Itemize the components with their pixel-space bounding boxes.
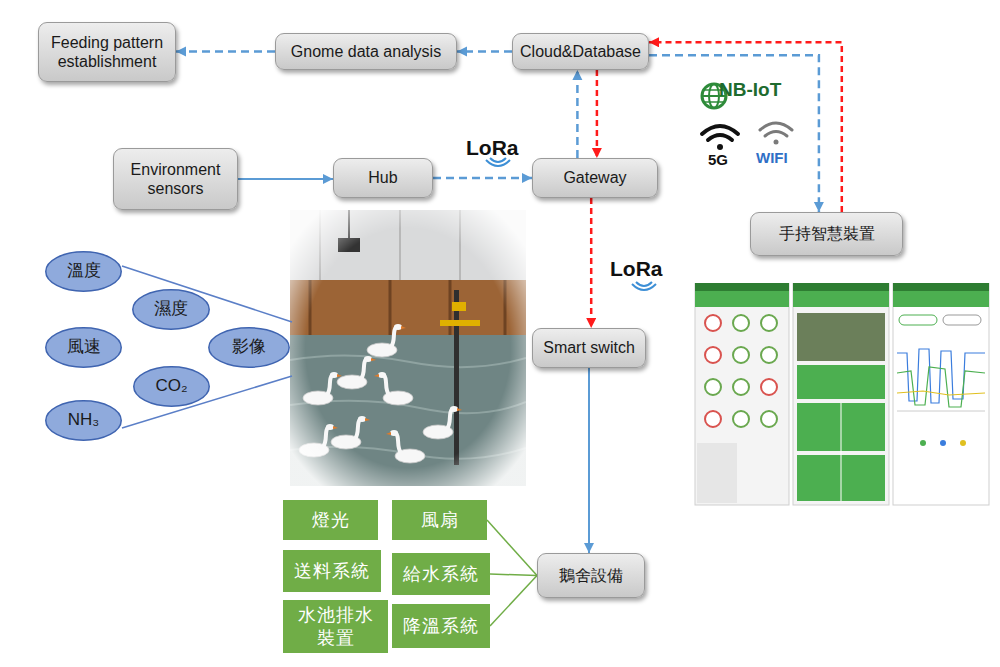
app-screenshots bbox=[693, 283, 993, 507]
connector-arrow bbox=[490, 574, 537, 576]
goose-house-photo bbox=[290, 210, 526, 486]
node-text-group: 影像 bbox=[226, 338, 272, 357]
screen-device-detail bbox=[793, 283, 889, 505]
connector-arrow bbox=[588, 368, 590, 553]
equipment-box: 燈光 bbox=[283, 500, 378, 540]
node-label: 降溫系統 bbox=[403, 615, 479, 638]
node-label: Cloud&Database bbox=[520, 42, 641, 61]
network-label: NB-IoT bbox=[719, 80, 781, 99]
process-box: Feeding pattern establishment bbox=[38, 22, 176, 82]
sensor-ellipse: 風速 bbox=[45, 327, 122, 368]
process-box: Hub bbox=[333, 158, 433, 198]
node-text-group: 風扇 bbox=[415, 509, 465, 532]
node-label: 風扇 bbox=[421, 509, 459, 532]
process-box: Gnome data analysis bbox=[275, 33, 457, 70]
sensor-ellipse: NH₃ bbox=[45, 400, 122, 441]
connector-arrow bbox=[457, 50, 512, 53]
node-text-group: 鵝舍設備 bbox=[553, 566, 629, 585]
equipment-box: 水池排水裝置 bbox=[283, 600, 388, 653]
sensor-ellipse: CO₂ bbox=[133, 366, 210, 407]
node-text-group: 燈光 bbox=[306, 509, 356, 532]
equipment-box: 給水系統 bbox=[392, 553, 490, 595]
node-label: CO₂ bbox=[155, 377, 187, 396]
screen-farm-list bbox=[695, 283, 789, 505]
connector-arrow bbox=[590, 198, 593, 328]
node-text-group: 濕度 bbox=[148, 300, 194, 319]
node-label: Gnome data analysis bbox=[291, 42, 441, 61]
node-text-group: NH₃ bbox=[62, 411, 105, 430]
node-text-group: 水池排水裝置 bbox=[283, 604, 388, 649]
node-text-group: 送料系統 bbox=[288, 560, 376, 583]
node-label: 給水系統 bbox=[403, 563, 479, 586]
sensor-ellipse: 溫度 bbox=[45, 251, 122, 292]
node-text-group: Gateway bbox=[557, 168, 632, 187]
process-box: 手持智慧裝置 bbox=[750, 212, 903, 256]
sensor-ellipse: 濕度 bbox=[132, 289, 210, 330]
node-text-group: CO₂ bbox=[149, 377, 193, 396]
connector-arrow bbox=[238, 178, 333, 180]
node-label: Smart switch bbox=[543, 338, 635, 357]
node-label: 手持智慧裝置 bbox=[779, 224, 875, 243]
node-text-group: 風速 bbox=[61, 338, 107, 357]
wifi-icon-5g bbox=[702, 126, 738, 150]
connector-arrow bbox=[487, 520, 537, 576]
node-label: 送料系統 bbox=[294, 560, 370, 583]
node-text-group: Cloud&Database bbox=[514, 42, 647, 61]
equipment-box: 風扇 bbox=[392, 500, 487, 540]
node-label: Gateway bbox=[563, 168, 626, 187]
network-label: WIFI bbox=[756, 150, 788, 165]
node-label: 鵝舍設備 bbox=[559, 566, 623, 585]
process-box: Smart switch bbox=[532, 328, 646, 368]
node-label: 風速 bbox=[67, 338, 101, 357]
node-label: NH₃ bbox=[68, 411, 99, 430]
connector-arrow bbox=[576, 70, 579, 158]
node-label: Feeding pattern establishment bbox=[45, 33, 169, 71]
node-label: 濕度 bbox=[154, 300, 188, 319]
node-text-group: Smart switch bbox=[537, 338, 641, 357]
connector-arrow bbox=[176, 50, 275, 53]
node-text-group: Feeding pattern establishment bbox=[39, 33, 175, 71]
equipment-box: 送料系統 bbox=[283, 550, 381, 592]
process-box: Environment sensors bbox=[113, 148, 238, 210]
node-text-group: Hub bbox=[362, 168, 403, 187]
node-label: 水池排水裝置 bbox=[289, 604, 382, 649]
connector-arrow bbox=[649, 42, 842, 212]
node-label: Hub bbox=[368, 168, 397, 187]
node-label: Environment sensors bbox=[120, 160, 231, 198]
screen-chart bbox=[893, 283, 989, 505]
node-text-group: 降溫系統 bbox=[397, 615, 485, 638]
connector-arrow bbox=[649, 55, 819, 212]
process-box: Cloud&Database bbox=[512, 33, 649, 70]
node-text-group: Gnome data analysis bbox=[285, 42, 447, 61]
wifi-icon bbox=[760, 123, 792, 145]
process-box: Gateway bbox=[532, 158, 658, 198]
connector-arrow bbox=[596, 70, 599, 158]
sensor-ellipse: 影像 bbox=[208, 327, 290, 368]
connector-arrow bbox=[433, 177, 532, 180]
network-label: 5G bbox=[708, 152, 728, 167]
node-label: 溫度 bbox=[67, 262, 101, 281]
lora-label: LoRa bbox=[466, 137, 519, 158]
process-box: 鵝舍設備 bbox=[537, 553, 645, 598]
node-text-group: Environment sensors bbox=[114, 160, 237, 198]
lora-label: LoRa bbox=[610, 258, 663, 279]
connector-arrow bbox=[490, 576, 537, 627]
node-text-group: 溫度 bbox=[61, 262, 107, 281]
equipment-box: 降溫系統 bbox=[392, 604, 490, 648]
node-label: 影像 bbox=[232, 338, 266, 357]
node-text-group: 給水系統 bbox=[397, 563, 485, 586]
node-label: 燈光 bbox=[312, 509, 350, 532]
node-text-group: 手持智慧裝置 bbox=[773, 224, 881, 243]
